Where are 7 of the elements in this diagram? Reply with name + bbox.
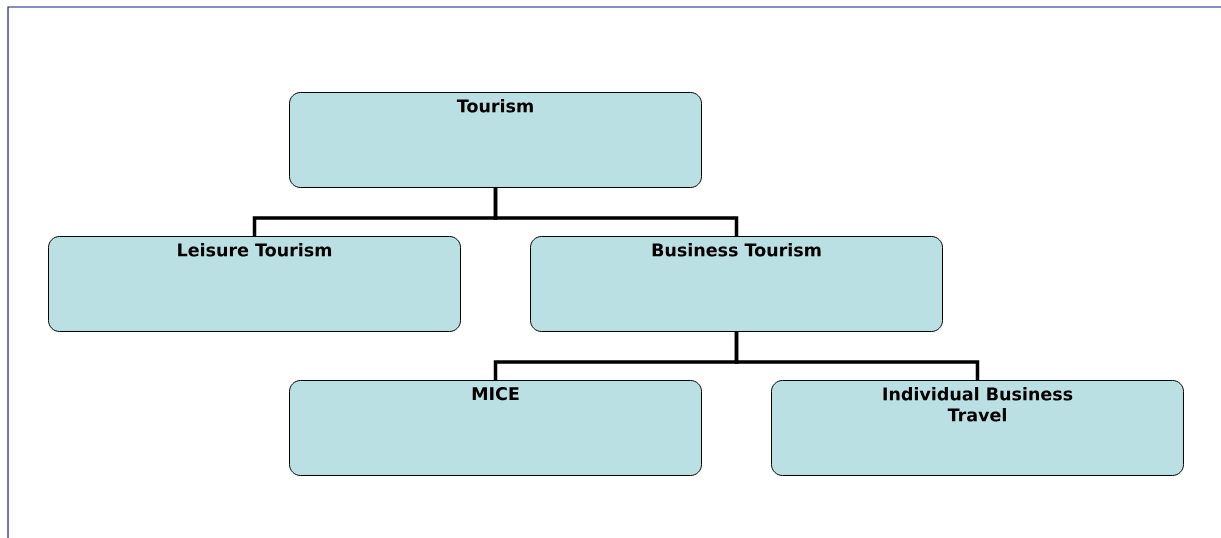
category-box: Business Tourism [530,236,943,332]
connector-line [493,188,739,236]
connector-line [734,332,980,380]
category-box: MICE [289,380,702,476]
category-box: Individual Business Travel [771,380,1184,476]
category-box: Tourism [289,92,702,188]
category-box: Leisure Tourism [48,236,461,332]
